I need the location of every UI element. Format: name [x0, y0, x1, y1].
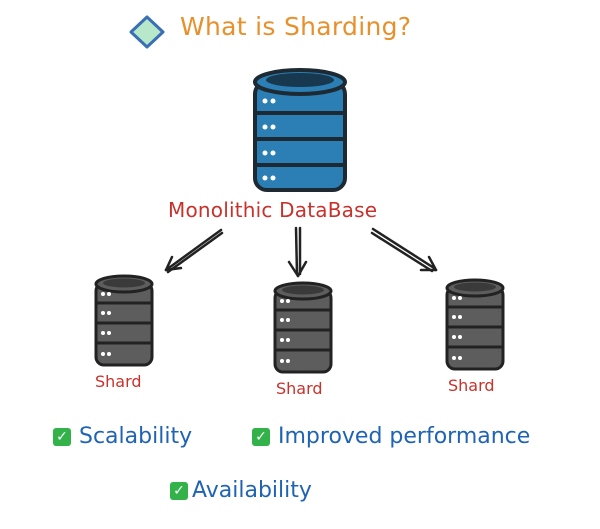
- benefit-item: ✓ Availability: [170, 478, 312, 503]
- shard-label: Shard: [448, 376, 495, 395]
- diamond-icon: [129, 15, 165, 49]
- benefit-item: ✓ Improved performance: [252, 424, 530, 449]
- main-database-icon: [253, 68, 347, 192]
- arrow-right: [370, 227, 438, 273]
- shard-database-icon: [273, 281, 333, 374]
- diagram-title: What is Sharding?: [180, 12, 412, 41]
- checkmark-icon: ✓: [170, 481, 188, 500]
- arrow-center: [287, 226, 308, 278]
- shard-label: Shard: [276, 379, 323, 398]
- shard-database-icon: [445, 278, 505, 371]
- benefit-label: Availability: [192, 478, 312, 503]
- monolithic-database-label: Monolithic DataBase: [168, 198, 378, 222]
- checkmark-icon: ✓: [252, 427, 270, 446]
- benefit-label: Scalability: [79, 424, 193, 449]
- shard-database-icon: [94, 274, 154, 367]
- arrow-left: [164, 228, 224, 274]
- checkmark-icon: ✓: [53, 427, 71, 446]
- shard-label: Shard: [95, 372, 142, 391]
- benefit-item: ✓ Scalability: [53, 424, 192, 449]
- benefit-label: Improved performance: [278, 424, 531, 449]
